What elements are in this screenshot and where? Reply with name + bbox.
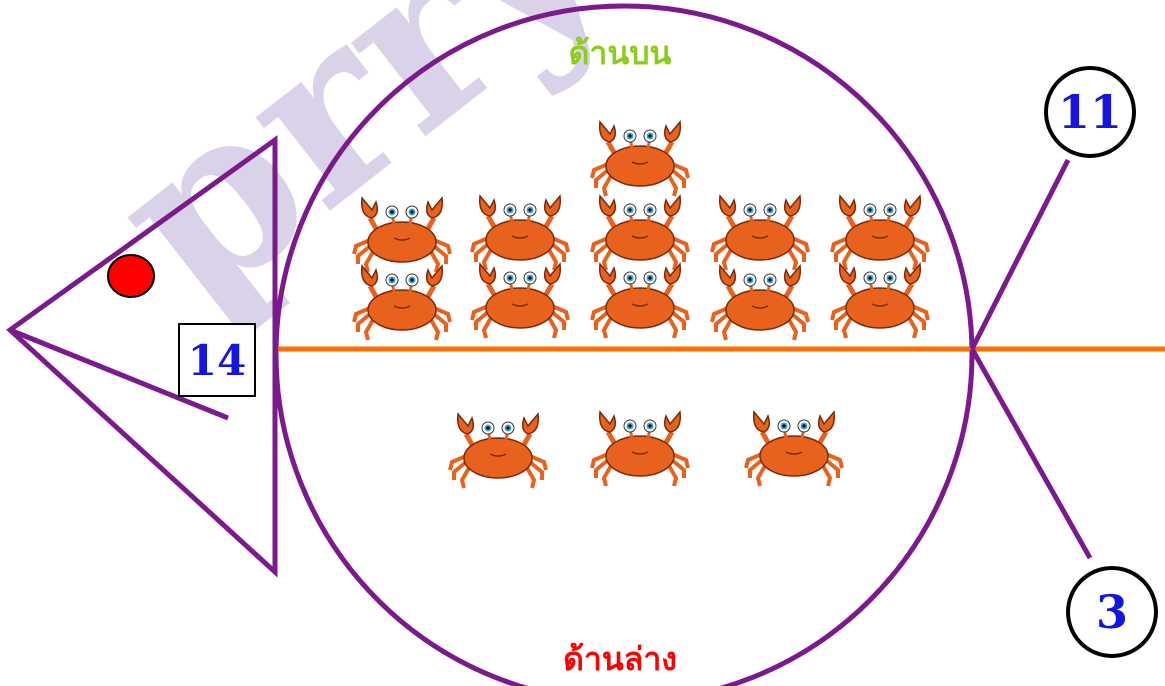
- fish-eye: [107, 254, 155, 298]
- crab-icon-top: [710, 186, 810, 276]
- crab-icon-top: [590, 186, 690, 276]
- crab-icon-bottom: [744, 402, 844, 492]
- total-count-box: 14: [178, 323, 256, 397]
- bottom-count: 3: [1095, 585, 1128, 639]
- tail-line-bottom: [969, 347, 1093, 560]
- crab-icon-bottom: [448, 404, 548, 494]
- crab-icon-top: [590, 112, 690, 202]
- tail-line-top: [969, 158, 1071, 351]
- fish-mouth-line: [9, 327, 229, 421]
- crab-icon-top: [710, 256, 810, 346]
- crab-icon-top: [830, 186, 930, 276]
- label-bottom: ด้านล่าง: [563, 640, 677, 678]
- crab-icon-top: [590, 254, 690, 344]
- crab-icon-top: [352, 256, 452, 346]
- top-count-badge: 11: [1044, 66, 1136, 158]
- crab-icon-bottom: [590, 402, 690, 492]
- total-count: 14: [187, 335, 247, 385]
- crab-icon-top: [830, 254, 930, 344]
- crab-icon-top: [470, 186, 570, 276]
- crab-icon-top: [352, 188, 452, 278]
- bottom-count-badge: 3: [1066, 566, 1158, 658]
- crab-icon-top: [470, 254, 570, 344]
- label-top: ด้านบน: [568, 34, 672, 72]
- top-count: 11: [1057, 85, 1122, 139]
